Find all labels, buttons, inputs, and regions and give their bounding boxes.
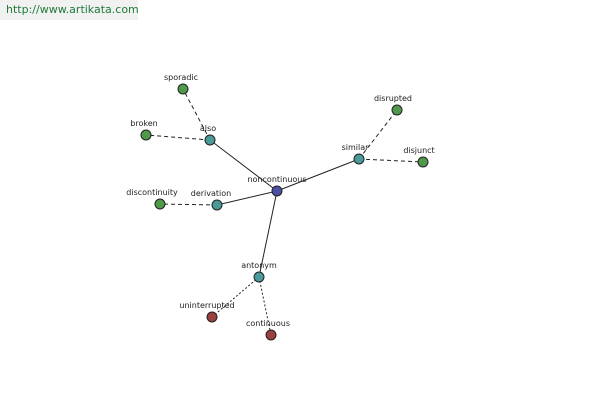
node-label-antonym[interactable]: antonym — [241, 261, 277, 270]
node-label-discontinuity[interactable]: discontinuity — [126, 188, 178, 197]
node-also[interactable] — [204, 134, 216, 146]
edge-noncontinuous-also — [209, 139, 278, 192]
edge-antonym-uninterrupted — [211, 276, 260, 318]
edge-similar-disrupted — [358, 109, 398, 160]
node-noncontinuous[interactable] — [271, 185, 283, 197]
node-label-sporadic[interactable]: sporadic — [164, 73, 198, 82]
graph-edges — [145, 88, 424, 336]
node-label-derivation[interactable]: derivation — [191, 189, 231, 198]
node-label-uninterrupted[interactable]: uninterrupted — [179, 301, 234, 310]
node-label-disjunct[interactable]: disjunct — [403, 146, 434, 155]
node-label-broken[interactable]: broken — [130, 119, 157, 128]
node-discontinuity[interactable] — [154, 198, 166, 210]
graph-nodes — [140, 83, 429, 341]
edge-similar-disjunct — [358, 158, 424, 163]
edge-antonym-continuous — [258, 276, 272, 336]
graph-labels: noncontinuous also similar derivation antony… — [126, 73, 434, 328]
node-continuous[interactable] — [265, 329, 277, 341]
node-label-noncontinuous[interactable]: noncontinuous — [247, 175, 306, 184]
node-label-similar[interactable]: similar — [342, 143, 370, 152]
edge-noncontinuous-antonym — [258, 190, 278, 278]
edge-also-sporadic — [182, 88, 211, 141]
node-label-also[interactable]: also — [200, 124, 216, 133]
node-antonym[interactable] — [253, 271, 265, 283]
node-derivation[interactable] — [211, 199, 223, 211]
edge-noncontinuous-derivation — [216, 190, 278, 206]
node-broken[interactable] — [140, 129, 152, 141]
node-similar[interactable] — [353, 153, 365, 165]
site-url[interactable]: http://www.artikata.com — [0, 0, 139, 20]
edge-derivation-discontinuity — [159, 203, 218, 206]
node-uninterrupted[interactable] — [206, 311, 218, 323]
node-label-disrupted[interactable]: disrupted — [374, 94, 412, 103]
edge-noncontinuous-similar — [276, 158, 360, 192]
node-sporadic[interactable] — [177, 83, 189, 95]
node-disrupted[interactable] — [391, 104, 403, 116]
node-disjunct[interactable] — [417, 156, 429, 168]
node-label-continuous[interactable]: continuous — [246, 319, 290, 328]
edge-also-broken — [145, 134, 211, 141]
